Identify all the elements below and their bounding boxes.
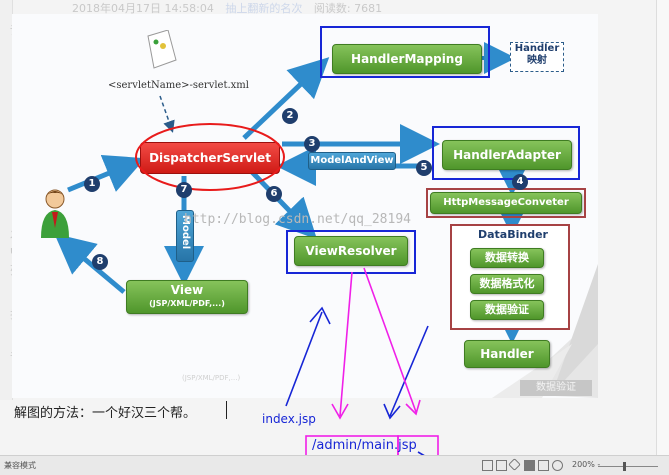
view-resolver-box: ViewResolver — [294, 236, 408, 266]
step-8-badge: 8 — [92, 254, 108, 270]
step-4-badge: 4 — [512, 174, 528, 190]
main-text: main — [361, 438, 394, 453]
data-format-box: 数据格式化 — [470, 274, 544, 294]
article-meta: 2018年04月17日 14:58:04 抽上翻新的名次 阅读数: 7681 — [72, 0, 390, 16]
view-box: View (JSP/XML/PDF,...) — [126, 280, 248, 314]
dispatcher-red-ellipse — [135, 123, 285, 191]
layout-icon[interactable] — [496, 460, 507, 471]
view-sublabel: (JSP/XML/PDF,...) — [149, 299, 225, 308]
http-message-converter-box: HttpMessageConveter — [430, 192, 582, 214]
step-6-badge: 6 — [266, 186, 282, 202]
scrollbar[interactable] — [656, 0, 669, 455]
step-1-badge: 1 — [84, 176, 100, 192]
view-label: View — [170, 283, 204, 297]
faded-validate: 数据验证 — [520, 380, 592, 396]
web-view-icon[interactable] — [538, 460, 549, 471]
compat-mode-label: 兼容模式 — [4, 461, 36, 470]
handler-note-line2: 映射 — [527, 55, 547, 66]
step-7-badge: 7 — [176, 182, 192, 198]
data-validate-box: 数据验证 — [470, 300, 544, 320]
handler-adapter-box: HandlerAdapter — [442, 140, 572, 170]
handler-note-line1: Handler — [514, 43, 560, 54]
model-label: Model — [180, 215, 191, 250]
admin-main-annotation: /admin/main.jsp — [312, 438, 417, 453]
zoom-level[interactable]: 200% - — [572, 460, 601, 469]
article-read-count: 阅读数: 7681 — [313, 2, 383, 15]
user-icon — [41, 189, 69, 238]
admin-prefix-text: /admin/ — [312, 438, 362, 453]
handler-mapping-highlight — [320, 26, 490, 78]
converter-highlight — [426, 188, 586, 218]
handler-mapping-box: HandlerMapping — [332, 44, 482, 74]
springmvc-diagram: <servletName>-servlet.xml DispatcherServ… — [12, 14, 598, 398]
page-view-icon[interactable] — [524, 460, 535, 471]
pen-icon[interactable] — [508, 458, 521, 471]
model-and-view-box: ModelAndView — [308, 152, 396, 170]
handler-box: Handler — [464, 340, 550, 368]
handler-mapping-note: Handler 映射 — [510, 42, 564, 72]
zoom-slider-track[interactable] — [598, 466, 658, 467]
jsp-text: .jsp — [393, 438, 417, 453]
view-resolver-highlight — [286, 230, 416, 274]
text-cursor — [226, 401, 227, 419]
fullscreen-icon[interactable] — [482, 460, 493, 471]
article-date: 2018年04月17日 14:58:04 — [72, 2, 214, 15]
article-body-text[interactable]: 解图的方法：一个好汉三个帮。 — [14, 406, 197, 421]
data-convert-box: 数据转换 — [470, 248, 544, 268]
zoom-slider-handle[interactable] — [623, 462, 626, 471]
xml-document-icon — [147, 30, 177, 69]
data-binder-title: DataBinder — [478, 228, 548, 241]
model-box: Model — [176, 210, 194, 262]
status-bar: 兼容模式 200% - — [0, 455, 669, 475]
step-2-badge: 2 — [282, 108, 298, 124]
faded-view-sub: (JSP/XML/PDF,...) — [182, 374, 241, 382]
dispatcher-servlet-box: DispatcherServlet — [140, 142, 280, 174]
step-3-badge: 3 — [304, 136, 320, 152]
servlet-xml-label: <servletName>-servlet.xml — [108, 80, 249, 91]
globe-icon[interactable] — [552, 460, 563, 471]
diagram-arrows — [54, 42, 598, 398]
step-5-badge: 5 — [416, 160, 432, 176]
handler-adapter-highlight — [432, 126, 580, 180]
watermark: http://blog.csdn.net/qq_28194 — [184, 212, 411, 227]
article-category-link[interactable]: 抽上翻新的名次 — [225, 2, 303, 15]
index-jsp-annotation: index.jsp — [262, 412, 316, 426]
